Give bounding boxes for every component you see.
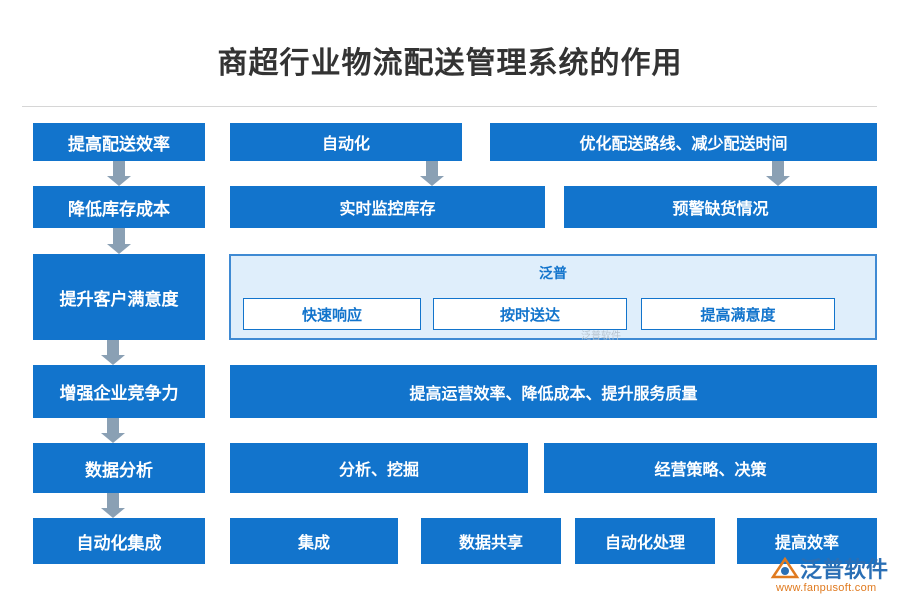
item-data-sharing: 数据共享: [421, 518, 561, 564]
brand-logo: 泛普软件 www.fanpusoft.com: [770, 552, 895, 598]
item-improve-satisfaction: 提高满意度: [641, 298, 835, 330]
satisfaction-panel: 泛普 快速响应 按时送达 提高满意度: [229, 254, 877, 340]
down-arrow-icon: [420, 161, 444, 186]
item-automation: 自动化: [230, 123, 462, 161]
title-divider: [22, 106, 877, 107]
down-arrow-icon: [107, 161, 131, 186]
item-strategy-decision: 经营策略、决策: [544, 443, 877, 493]
logo-url: www.fanpusoft.com: [776, 582, 877, 594]
item-realtime-inventory: 实时监控库存: [230, 186, 545, 228]
logo-mark-icon: [770, 556, 800, 579]
item-integration: 集成: [230, 518, 398, 564]
row-label-data-analysis: 数据分析: [33, 443, 205, 493]
row-label-efficiency: 提高配送效率: [33, 123, 205, 161]
item-analysis-mining: 分析、挖掘: [230, 443, 528, 493]
row-label-automation-integration: 自动化集成: [33, 518, 205, 564]
row-label-inventory-cost: 降低库存成本: [33, 186, 205, 228]
row-label-customer-satisfaction: 提升客户满意度: [33, 254, 205, 340]
page-title: 商超行业物流配送管理系统的作用: [217, 46, 683, 81]
down-arrow-icon: [101, 340, 125, 365]
logo-text: 泛普软件: [800, 558, 889, 583]
item-optimize-routes: 优化配送路线、减少配送时间: [490, 123, 877, 161]
item-improve-efficiency: 提高效率: [737, 518, 877, 564]
down-arrow-icon: [766, 161, 790, 186]
item-on-time-delivery: 按时送达: [433, 298, 627, 330]
down-arrow-icon: [101, 418, 125, 443]
item-quick-response: 快速响应: [243, 298, 421, 330]
item-automated-processing: 自动化处理: [575, 518, 715, 564]
watermark: 泛普软件: [581, 331, 621, 342]
item-stockout-warning: 预警缺货情况: [564, 186, 877, 228]
item-operations-quality: 提高运营效率、降低成本、提升服务质量: [230, 365, 877, 418]
row-label-competitiveness: 增强企业竞争力: [33, 365, 205, 418]
panel-title: 泛普: [539, 266, 567, 282]
down-arrow-icon: [101, 493, 125, 518]
down-arrow-icon: [107, 228, 131, 254]
